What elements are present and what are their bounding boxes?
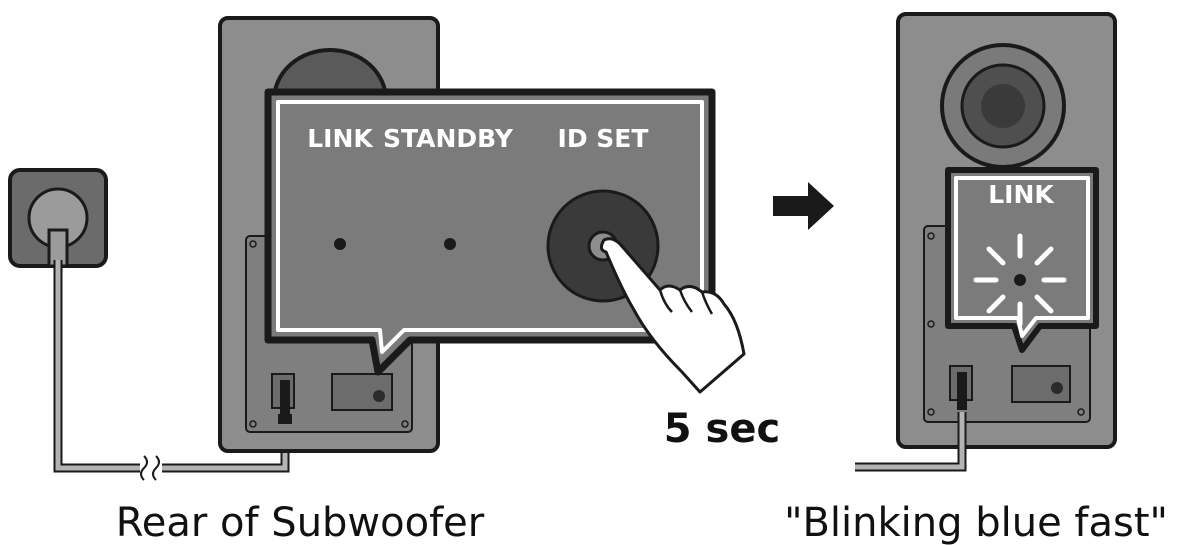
standby-label: STANDBY — [383, 124, 514, 153]
blinking-led-icon — [973, 233, 1067, 327]
control-panel-callout: LINK STANDBY ID SET — [264, 88, 716, 376]
power-cable-right — [855, 412, 967, 472]
id-set-label: ID SET — [558, 124, 649, 153]
caption-rear-of-subwoofer: Rear of Subwoofer — [116, 500, 485, 545]
link-label: LINK — [307, 124, 374, 153]
caption-blinking-blue-fast: "Blinking blue fast" — [784, 500, 1168, 545]
finger-press-icon — [599, 237, 746, 394]
indicator-led — [1014, 274, 1026, 286]
wall-outlet — [8, 168, 108, 268]
standby-led — [444, 238, 456, 250]
arrow-right-icon — [773, 182, 834, 230]
duration-label: 5 sec — [664, 406, 780, 452]
link-indicator-callout: LINK — [945, 167, 1099, 353]
link-led — [334, 238, 346, 250]
indicator-link-label: LINK — [988, 180, 1055, 209]
